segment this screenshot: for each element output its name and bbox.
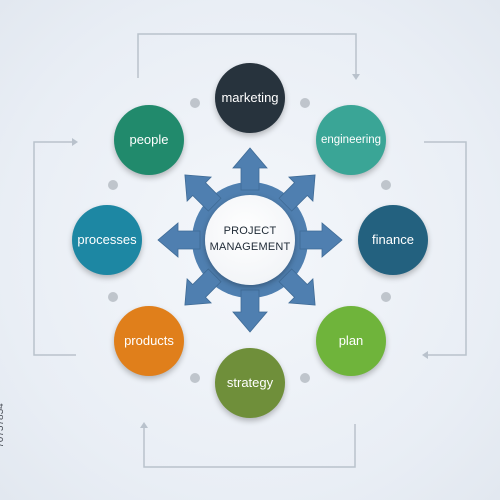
connector-dot	[190, 98, 200, 108]
connector-dot	[381, 180, 391, 190]
connector-dot	[108, 180, 118, 190]
gear-arrow	[157, 222, 201, 258]
node-engineering: engineering	[316, 105, 386, 175]
arrowhead-top	[352, 74, 360, 80]
node-products: products	[114, 306, 184, 376]
gear-arrow	[184, 268, 222, 306]
center-hub: PROJECT MANAGEMENT	[205, 195, 295, 285]
node-plan: plan	[316, 306, 386, 376]
gear-arrow	[232, 289, 268, 333]
node-people: people	[114, 105, 184, 175]
node-label: products	[124, 332, 174, 348]
arrowhead-left	[72, 138, 78, 146]
connector-dot	[381, 292, 391, 302]
connector-bottom	[143, 424, 356, 468]
gear-arrow	[278, 268, 316, 306]
connector-dot	[300, 373, 310, 383]
center-title-line2: MANAGEMENT	[209, 241, 291, 253]
node-label: marketing	[221, 89, 279, 105]
connector-left	[33, 141, 76, 356]
node-label: finance	[372, 231, 414, 247]
connector-dot	[300, 98, 310, 108]
node-strategy: strategy	[215, 348, 285, 418]
connector-top	[137, 33, 357, 78]
node-processes: processes	[72, 205, 142, 275]
node-label: plan	[338, 332, 364, 348]
gear-arrow	[278, 174, 316, 212]
connector-right	[424, 141, 467, 356]
node-finance: finance	[358, 205, 428, 275]
gear-arrow	[299, 222, 343, 258]
gear-arrow	[232, 147, 268, 191]
node-label: engineering	[320, 133, 382, 146]
arrowhead-bottom	[140, 422, 148, 428]
node-label: strategy	[226, 374, 274, 390]
arrowhead-right	[422, 351, 428, 359]
connector-dot	[108, 292, 118, 302]
node-marketing: marketing	[215, 63, 285, 133]
connector-dots	[108, 98, 391, 383]
gear-arrow	[184, 174, 222, 212]
connector-dot	[190, 373, 200, 383]
node-label: processes	[77, 231, 137, 247]
node-label: people	[129, 131, 169, 147]
side-number: 70757854	[0, 403, 6, 448]
center-title-line1: PROJECT	[223, 225, 277, 238]
